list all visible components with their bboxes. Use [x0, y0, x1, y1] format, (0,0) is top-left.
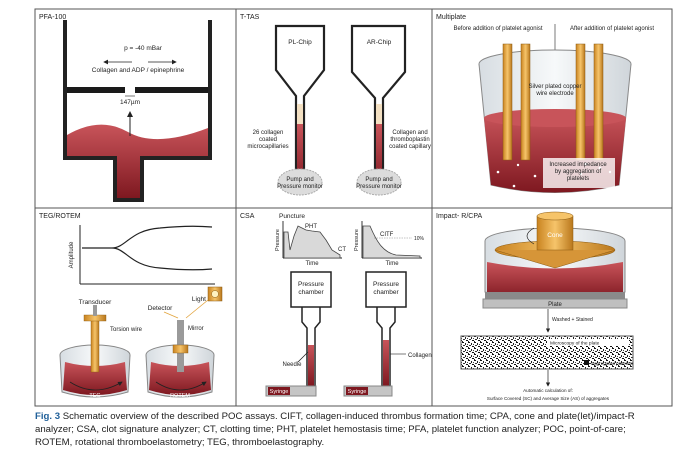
csa-chamber-left-1: chamber [298, 289, 324, 296]
electrode-3 [575, 43, 586, 161]
ttas-pl-pump-1: Pressure monitor [277, 184, 323, 190]
impact-calc: Automatic calculation of: [523, 388, 573, 393]
csa-syringe-left [268, 387, 290, 395]
impact-title: Impact- R/CPA [436, 213, 482, 220]
csa-title: CSA [240, 213, 255, 220]
teg-cup-label: TEG [89, 393, 100, 399]
impact-cone-shaft [536, 215, 574, 251]
pfa-membrane-left [67, 87, 125, 93]
caption-line-1: analyzer; CSA, clot signature analyzer; … [35, 424, 626, 435]
electrode-2 [520, 43, 531, 161]
impact-plate [482, 298, 628, 309]
impact-blood [487, 262, 623, 300]
csa-chamber-right-0: Pressure [373, 281, 399, 288]
ttas-ar-blood [376, 124, 382, 188]
ttas-pl-note-2: microcapillaries [247, 144, 288, 150]
ttas-pl-note-0: 26 collagen [253, 130, 284, 136]
impact-result: Surface Covered (SC) and Average Size (A… [487, 396, 610, 401]
csa-syringe-right [346, 387, 368, 395]
panel-ttas [235, 8, 433, 209]
csa-ct: CT [338, 247, 346, 253]
csa-chamber-left-0: Pressure [298, 281, 324, 288]
ttas-pl-pump-0: Pump and [286, 177, 313, 183]
teg-diagram: TEG/ROTEM Amplitude Transducer Torsion w… [39, 213, 223, 399]
caption-line-2: ROTEM, rotational thromboelastometry; TE… [35, 437, 325, 448]
pfa-pressure-label: p = -40 mBar [124, 45, 163, 52]
csa-puncture: Puncture [279, 213, 305, 220]
csa-collagen: Collagen [408, 353, 432, 359]
csa-diagram: CSA Puncture Pressure Time PHT CT Pressu… [240, 213, 432, 397]
ttas-ar-pump-0: Pump and [365, 177, 392, 183]
csa-curve-right [362, 225, 421, 259]
ttas-pl-note-1: coated [259, 137, 277, 143]
csa-syringe-right-label: Syringe [348, 389, 367, 395]
csa-pressure-right: Pressure [354, 229, 360, 251]
teg-torsion: Torsion wire [110, 327, 143, 333]
impact-cone-label: Cone [547, 232, 563, 239]
csa-chamber-left [290, 271, 332, 308]
multiplate-impedance-1: by aggregation of [555, 169, 602, 175]
impact-washed: Washed + Stained [552, 317, 593, 323]
csa-pht: PHT [305, 224, 317, 230]
multiplate-impedance-2: platelets [567, 176, 589, 182]
csa-pct: 10% [414, 236, 425, 242]
pfa-vessel [63, 20, 212, 202]
electrode-4 [593, 43, 604, 161]
multiplate-after: After addition of platelet agonist [570, 26, 654, 32]
csa-time-left: Time [305, 261, 319, 267]
ttas-pl-chip-label: PL-Chip [288, 39, 312, 46]
ttas-pl-blood [297, 124, 303, 188]
multiplate-diagram: Multiplate Before addition of platelet a… [436, 14, 654, 193]
ttas-pl-pump [277, 168, 323, 196]
multiplate-impedance-0: Increased impedance [549, 162, 607, 168]
csa-chamber-right-1: chamber [373, 289, 399, 296]
csa-citf: CITF [380, 232, 394, 238]
caption-line-0: Schematic overview of the described POC … [62, 411, 635, 422]
ttas-ar-note-2: coated capillary [389, 144, 431, 150]
teg-transducer: Transducer [79, 299, 112, 306]
teg-detector: Detector [148, 305, 173, 312]
teg-title: TEG/ROTEM [39, 213, 81, 220]
pfa-reagent-label: Collagen and ADP / epinephrine [92, 67, 185, 74]
ttas-title: T-TAS [240, 14, 260, 21]
teg-ylabel: Amplitude [69, 241, 75, 268]
csa-time-right: Time [385, 261, 399, 267]
electrode-1 [502, 43, 513, 161]
ttas-ar-pump [356, 168, 402, 196]
pfa-membrane-right [135, 87, 208, 93]
figure-caption: Fig. 3 Schematic overview of the describ… [35, 410, 665, 449]
csa-pressure-left: Pressure [275, 229, 281, 251]
teg-light: Light [192, 296, 206, 303]
multiplate-electrode-0: Silver plated copper [528, 84, 581, 90]
multiplate-before: Before addition of platelet agonist [453, 26, 542, 32]
multiplate-electrode-1: wire electrode [535, 91, 574, 97]
csa-syringe-left-label: Syringe [270, 389, 289, 395]
csa-blood-left [308, 345, 314, 386]
pfa-aperture-label: 147µm [120, 99, 140, 106]
teg-mirror: Mirror [188, 326, 204, 332]
ttas-ar-pump-1: Pressure monitor [356, 184, 402, 190]
impact-diagram: Impact- R/CPA Cone Plate Washed + Staine… [436, 211, 634, 401]
csa-blood-right [383, 340, 389, 386]
impact-microscopy-label: Microscopy of the plate [550, 341, 600, 347]
caption-label: Fig. 3 [35, 411, 61, 422]
ttas-ar-note-1: thromboplastin [390, 137, 429, 143]
pfa-title: PFA-100 [39, 14, 66, 21]
impact-aggregated-label: Aggregated platelets [591, 361, 634, 366]
teg-pin [90, 315, 100, 373]
ttas-diagram: T-TAS PL-Chip 26 collagen coated microca… [240, 14, 431, 196]
pfa-blood [67, 124, 208, 198]
csa-curve-left [283, 225, 341, 259]
csa-chamber-right [365, 271, 407, 308]
pfa-diagram: PFA-100 p = -40 mBar Collagen and ADP / … [39, 14, 212, 202]
rotem-cup-label: ROTEM [170, 393, 190, 399]
panel-impact [431, 207, 673, 407]
ttas-ar-chip-label: AR-Chip [367, 39, 392, 46]
ttas-ar-note-0: Collagen and [392, 130, 427, 136]
csa-needle: Needle [282, 362, 302, 368]
impact-plate-label: Plate [548, 302, 562, 308]
multiplate-title: Multiplate [436, 14, 466, 21]
teg-trace [82, 225, 213, 271]
